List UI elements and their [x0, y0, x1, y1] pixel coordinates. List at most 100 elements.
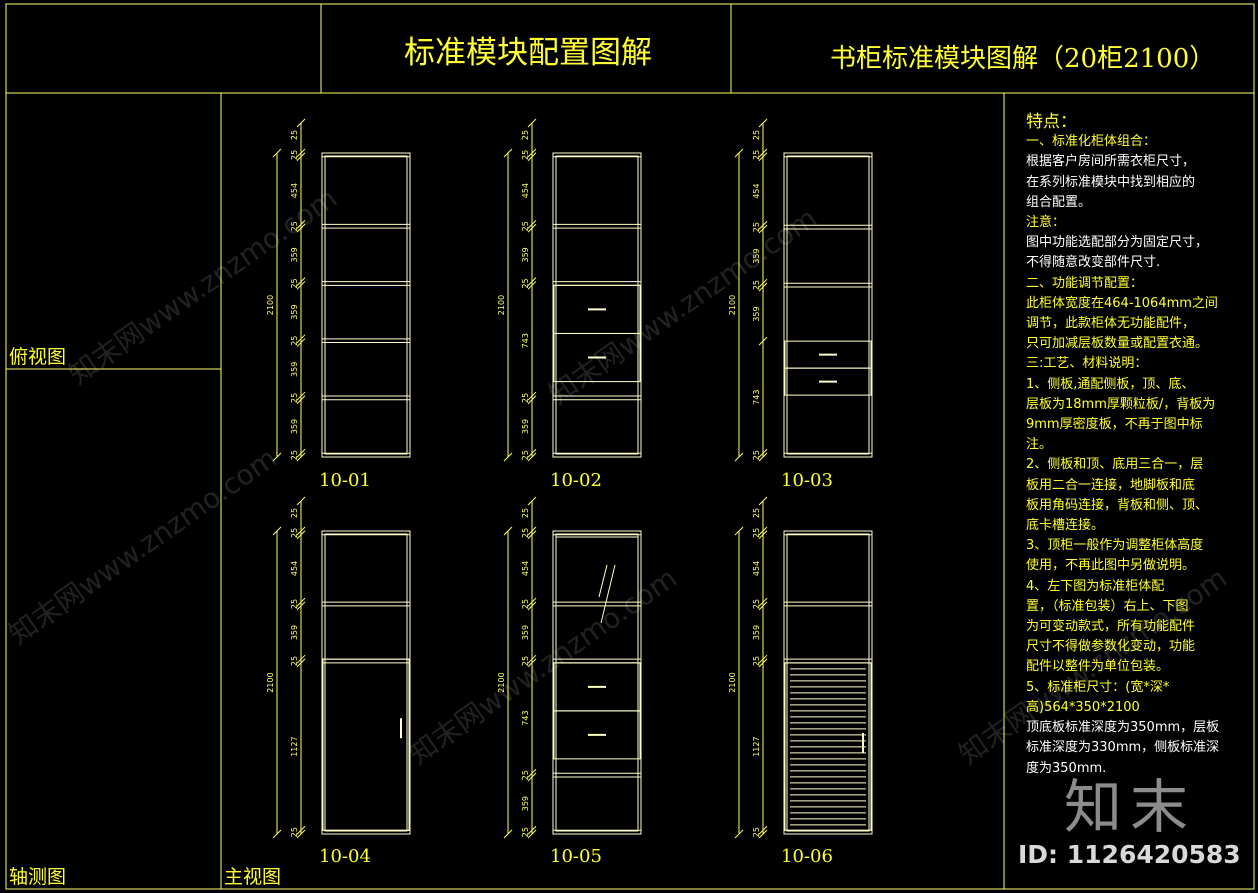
dim-tick [527, 601, 537, 611]
dim-tick [758, 530, 768, 540]
dim-tick [296, 280, 306, 290]
dim-tick [527, 118, 537, 128]
dim-value: 25 [521, 130, 530, 140]
note-line: 1、侧板,通配侧板，顶、底、 [1026, 376, 1195, 392]
dim-value: 359 [752, 248, 761, 263]
notes-heading: 特点： [1026, 112, 1077, 132]
dim-tick [296, 448, 306, 458]
dim-tick [503, 452, 513, 462]
cabinet-inner [786, 533, 870, 832]
dim-tick [296, 391, 306, 401]
dim-tick [272, 829, 282, 839]
dim-tick [758, 601, 768, 611]
dim-value: 359 [752, 625, 761, 640]
note-line: 二、功能调节配置： [1026, 275, 1144, 291]
dim-tick [758, 452, 768, 462]
dim-tick [503, 829, 513, 839]
dim-value: 25 [752, 656, 761, 666]
dim-tick [503, 148, 513, 158]
dim-tick [758, 825, 768, 835]
dim-tick [272, 526, 282, 536]
cabinet-inner [555, 533, 639, 832]
note-line: 使用，不再此图中另做说明。 [1026, 558, 1196, 574]
dim-tick [758, 448, 768, 458]
dim-tick [296, 658, 306, 668]
dim-tick [296, 334, 306, 344]
dim-tick [527, 148, 537, 158]
note-line: 尺寸不得做参数化变动，功能 [1026, 639, 1196, 655]
dim-tick [734, 452, 744, 462]
dim-tick [734, 148, 744, 158]
dim-total: 2100 [728, 672, 737, 692]
note-line: 顶底板标准深度为350mm，层板 [1026, 720, 1220, 736]
dim-tick [527, 223, 537, 233]
dim-value: 359 [290, 247, 299, 262]
watermark-id: ID: 1126420583 [1018, 840, 1241, 869]
glass-glint [598, 564, 608, 598]
dim-value: 359 [290, 419, 299, 434]
dim-tick [758, 597, 768, 607]
dim-tick [296, 829, 306, 839]
note-line: 注。 [1026, 437, 1053, 453]
note-line: 只可加减层板数量或配置衣通。 [1026, 336, 1209, 352]
dim-value: 25 [752, 450, 761, 460]
note-line: 此柜体宽度在464-1064mm之间 [1026, 295, 1218, 311]
dim-tick [296, 220, 306, 229]
note-line: 注意： [1026, 215, 1066, 231]
dim-tick [527, 391, 537, 401]
cabinet-code: 10-06 [781, 846, 833, 867]
sheet-title: 标准模块配置图解 [404, 35, 652, 71]
sheet-border [5, 3, 1255, 890]
dim-tick [296, 601, 306, 611]
note-line: 9mm厚密度板，不再于图中标 [1026, 417, 1203, 433]
front-view-label: 主视图 [224, 866, 282, 888]
dim-value: 25 [752, 222, 761, 232]
glass-door [555, 536, 639, 664]
cabinet-inner [324, 155, 408, 455]
dim-tick [296, 395, 306, 405]
dim-value: 25 [290, 150, 299, 160]
dim-value: 25 [752, 508, 761, 518]
dim-tick [296, 277, 306, 286]
dim-value: 359 [290, 625, 299, 640]
dim-value: 359 [521, 625, 530, 640]
dim-tick [296, 452, 306, 462]
dim-tick [758, 829, 768, 839]
dim-value: 25 [290, 130, 299, 140]
dim-value: 25 [290, 336, 299, 346]
dim-value: 454 [752, 561, 761, 576]
dim-value: 1127 [752, 736, 761, 756]
dim-tick [296, 526, 306, 536]
dim-tick [296, 530, 306, 540]
dim-total: 2100 [266, 295, 275, 315]
dim-tick [272, 452, 282, 462]
cabinet-inner [555, 155, 639, 455]
dim-tick [758, 654, 768, 664]
dim-value: 454 [521, 183, 530, 198]
dim-value: 25 [521, 150, 530, 160]
dim-tick [296, 597, 306, 607]
dim-tick [758, 336, 768, 346]
dim-value: 25 [752, 150, 761, 160]
note-line: 3、顶柜一般作为调整柜体高度 [1026, 538, 1204, 554]
dim-tick [527, 597, 537, 607]
dim-tick [758, 282, 768, 292]
spec-notes: 特点： 一、标准化柜体组合：根据客户房间所需衣柜尺寸，在系列标准模块中找到相应的… [1026, 112, 1248, 779]
note-line: 配件以整件为单位包装。 [1026, 659, 1170, 675]
note-line: 一、标准化柜体组合： [1026, 134, 1157, 150]
dim-value: 25 [521, 599, 530, 609]
note-line: 底卡槽连接。 [1026, 518, 1105, 534]
dim-value: 25 [290, 221, 299, 231]
dim-tick [527, 530, 537, 540]
cabinet-code: 10-05 [550, 846, 602, 867]
dim-value: 743 [521, 333, 530, 348]
dim-tick [527, 654, 537, 664]
note-line: 不得随意改变部件尺寸. [1026, 255, 1161, 271]
dim-value: 25 [752, 130, 761, 140]
note-line: 调节，此款柜体无功能配件， [1026, 316, 1196, 332]
dim-tick [527, 395, 537, 405]
cabinet-inner [786, 155, 870, 455]
dim-tick [527, 277, 537, 286]
top-view-label: 俯视图 [9, 346, 67, 368]
